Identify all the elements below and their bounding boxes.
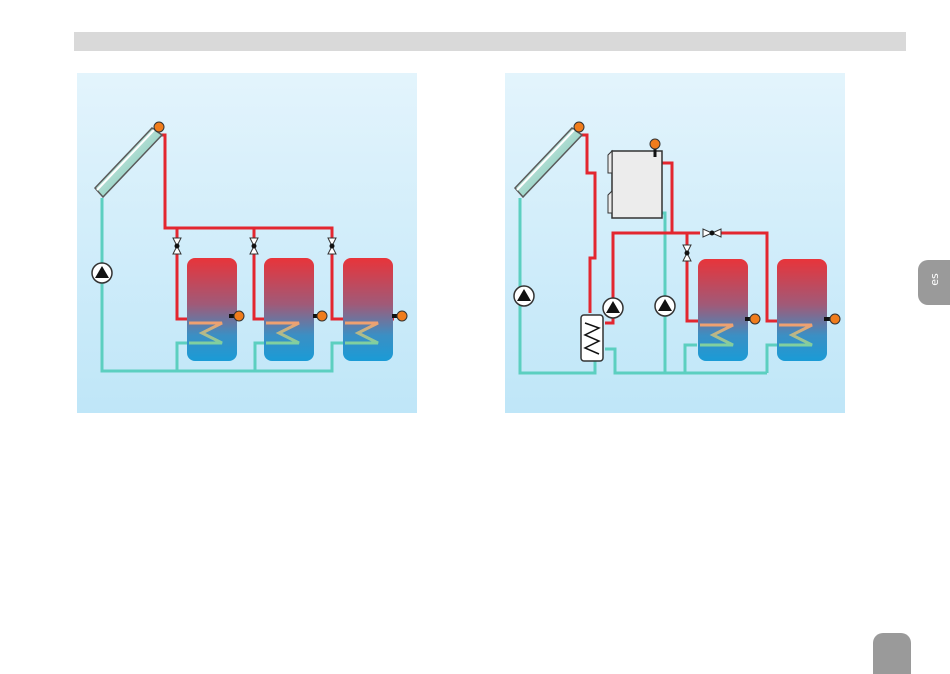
solar-system-diagram-right [505, 73, 845, 413]
pump-icon [603, 298, 623, 318]
boiler [608, 149, 662, 218]
pump-icon [92, 263, 112, 283]
pump-icon [514, 286, 534, 306]
collector-sensor-icon [574, 122, 584, 132]
diagram-left-panel [77, 73, 417, 413]
storage-tank [698, 259, 751, 361]
collector-sensor-icon [154, 122, 164, 132]
heat-exchanger [581, 315, 603, 361]
boiler-sensor-icon [650, 139, 660, 149]
pump-icon [655, 296, 675, 316]
solar-system-diagram-left [77, 73, 417, 413]
language-tab: es [918, 260, 950, 305]
storage-tank [264, 258, 319, 361]
header-bar [74, 32, 906, 51]
tank-sensor-icon [750, 314, 760, 324]
tank-sensor-icon [317, 311, 327, 321]
storage-tank [343, 258, 398, 361]
tank-sensor-icon [397, 311, 407, 321]
tank-sensor-icon [234, 311, 244, 321]
language-label: es [928, 273, 941, 286]
panel-background [77, 73, 417, 413]
tank-sensor-icon [830, 314, 840, 324]
panel-background [505, 73, 845, 413]
page-number-tab [873, 633, 911, 674]
diagram-right-panel [505, 73, 845, 413]
storage-tank [777, 259, 830, 361]
storage-tank [187, 258, 237, 361]
